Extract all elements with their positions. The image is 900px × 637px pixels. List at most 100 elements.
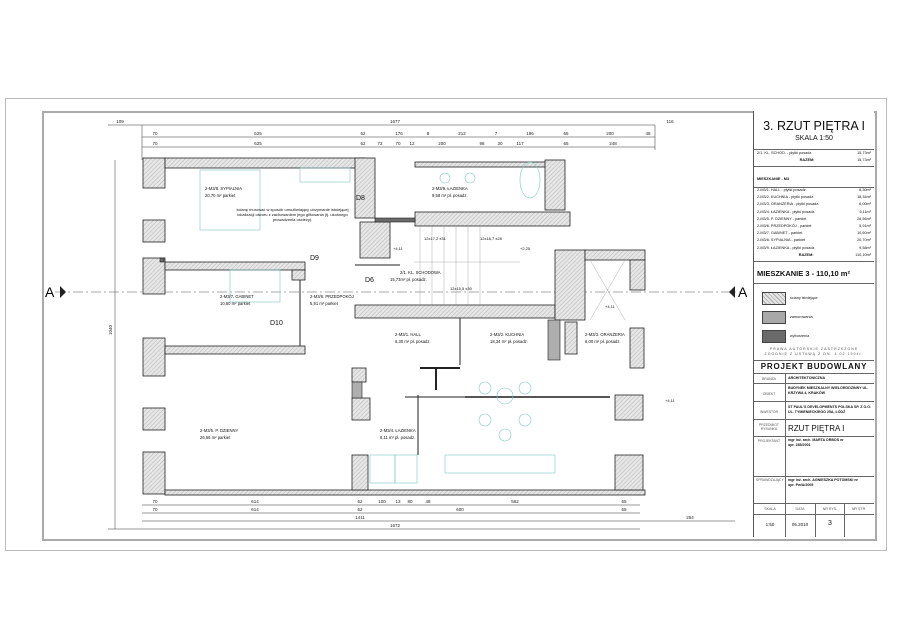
apartment-room-name: 2-M3/8. SYPIALNIA - parkiet [757, 238, 806, 243]
apartment-room-area: 26,56m² [857, 216, 871, 221]
nr-rys-label: NR RYS. [822, 507, 838, 511]
dim-text: 176 [395, 131, 403, 136]
dim-text: 70 [152, 499, 158, 504]
demolished-walls [159, 217, 416, 263]
existing-walls [142, 157, 646, 496]
apartment-total: 110,10m² [855, 252, 871, 257]
apartment-room-area: 10,60m² [857, 231, 871, 236]
room-area-klatka: 15,73m² pł. posadz. [390, 277, 427, 282]
level-mark: +4,11 [393, 246, 404, 251]
dim-text: 72 [377, 141, 383, 146]
dim-text: 48 [425, 499, 431, 504]
sprawdzajacy-label: SPRAWDZAJĄCY [756, 478, 784, 482]
dim-text: 1672 [390, 523, 401, 528]
project-type: PROJEKT BUDOWLANY [760, 362, 868, 371]
dimension-lines [108, 124, 735, 530]
common-total: 15,73m² [857, 158, 871, 163]
dim-text: 70 [152, 131, 158, 136]
apartment-room-name: 2-M3/2. KUCHNIA - płytki posadz. [757, 195, 815, 200]
inwestor-label: INWESTOR [759, 410, 779, 414]
dim-text: 200 [606, 131, 614, 136]
apartment-room-area: 9,58m² [859, 245, 871, 250]
inwestor-value: ST PAUL'S DEVELOPMENTS POLSKA SP. Z O.O.… [788, 405, 872, 414]
apartment-room-area: 18,34m² [857, 195, 871, 200]
drawing-scale: SKALA 1:50 [795, 135, 833, 142]
legend-label: zamurowania [790, 315, 813, 319]
room-label-lazienka-2: 2-M3/4. ŁAZIENKA [380, 428, 416, 433]
common-total-label: RAZEM: [799, 158, 815, 163]
room-area-kuchnia: 18,34 m² pł. posadz. [490, 339, 528, 344]
sprawdzajacy-value: mgr inż. arch. AGNIESZKA POTOMSKI nr upr… [788, 478, 858, 487]
room-label-klatka: 2/1. KL. SCHODOWA [400, 270, 441, 275]
dim-text: 65 [621, 507, 627, 512]
copyright-line-1: PRAWA AUTORSKIE ZASTRZEŻONE [769, 347, 859, 351]
staircase [414, 226, 626, 321]
legend-label: wyburzenia [790, 334, 810, 338]
room-label-lazienka: 2-M3/9. ŁAZIENKA [432, 186, 468, 191]
dim-text: 109 [116, 119, 124, 124]
room-area-sypialnia: 20,70 m² parkiet [205, 193, 236, 198]
stair-spec: 12x17,2 x31 [424, 236, 447, 241]
apartment-room-name: 2-M3/3. ORANŻERIA - płytki posadz. [757, 202, 820, 207]
apartment-room-area: 20,70m² [857, 238, 871, 243]
branza-value: ARCHITEKTONICZNA [788, 376, 826, 380]
dim-text: 12 [409, 141, 415, 146]
projektant-label: PROJEKTANT [757, 439, 781, 443]
room-label-przedpokoj: 2-M3/6. PRZEDPOKÓJ [310, 294, 354, 299]
dim-text: 1040 [108, 324, 113, 335]
dim-text: 62 [360, 131, 366, 136]
przedmiot-label: PRZEDMIOT RYSUNKU [759, 423, 779, 431]
dim-text: 117 [516, 141, 524, 146]
data-label: DATA [795, 507, 805, 511]
door-tag-d10: D10 [270, 320, 283, 327]
room-area-gabinet: 10,60 m² parkiet [220, 301, 251, 306]
apartment-summary: MIESZKANIE 3 - 110,10 m² [757, 269, 850, 278]
apartment-room-name: 2-M3/4. ŁAZIENKA - płytki posadz. [757, 209, 816, 214]
room-label-hall: 2-M3/1. HALL [395, 332, 422, 337]
dim-text: 30 [497, 141, 503, 146]
branza-label: BRANŻA [762, 377, 776, 381]
apartment-room-name: 2-M3/1. HALL - płytki posadz. [757, 188, 807, 192]
skala-value: 1:50 [765, 522, 775, 527]
apartment-room-name: 2-M3/9. ŁAZIENKA - płytki posadz. [757, 245, 816, 250]
apartment-room-name: 2-M3/7. GABINET - parkiet [757, 231, 803, 236]
door-tag-d6: D6 [365, 277, 374, 284]
legend-swatch-demolition [762, 330, 786, 343]
dim-text: 116 [666, 119, 674, 124]
legend-label: ściany istniejące [790, 296, 818, 300]
title-block: 3. RZUT PIĘTRA I SKALA 1:50 2/1. KL. SCH… [753, 111, 874, 537]
dim-text: 7 [495, 131, 498, 136]
nr-rys-value: 3 [828, 520, 832, 527]
dim-text: 200 [438, 141, 446, 146]
dim-text: 625 [254, 131, 262, 136]
legend-swatch-existing [762, 292, 786, 305]
room-label-gabinet: 2-M3/7. GABINET [220, 294, 254, 299]
sheet-outer-frame [5, 98, 887, 551]
room-label-kuchnia: 2-M3/2. KUCHNIA [490, 332, 524, 337]
apartment-room-area: 6,11m² [859, 209, 871, 214]
dim-text: 98 [479, 141, 485, 146]
dim-text: 70 [395, 141, 401, 146]
room-label-oranzeria: 2-M3/3. ORANŻERIA [585, 332, 625, 337]
stair-spec: 12x18,7 x28 [480, 236, 503, 241]
sheet-inner-frame [42, 111, 877, 541]
przedmiot-value: RZUT PIĘTRA I [788, 424, 845, 433]
room-area-hall: 6,30 m² pł. posadz. [395, 339, 431, 344]
apartment-room-name: 2-M3/6. PRZEDPOKÓJ - parkiet [757, 224, 812, 229]
drawing-title: 3. RZUT PIĘTRA I [763, 119, 865, 133]
infill-walls [351, 319, 561, 399]
level-mark: +4,11 [605, 304, 616, 309]
section-mark-right: A [738, 284, 748, 300]
dim-text: 248 [609, 141, 617, 146]
dim-text: 196 [526, 131, 534, 136]
skala-label: SKALA [764, 507, 776, 511]
dim-text: 70 [152, 507, 158, 512]
dim-text: 1411 [355, 515, 365, 520]
dim-text: 80 [407, 499, 413, 504]
apartment-total-label: RAZEM: [798, 252, 814, 257]
dim-text: 254 [686, 515, 694, 520]
dim-text: 62 [357, 499, 363, 504]
dim-text: 100 [378, 499, 386, 504]
dim-text: 65 [563, 131, 569, 136]
